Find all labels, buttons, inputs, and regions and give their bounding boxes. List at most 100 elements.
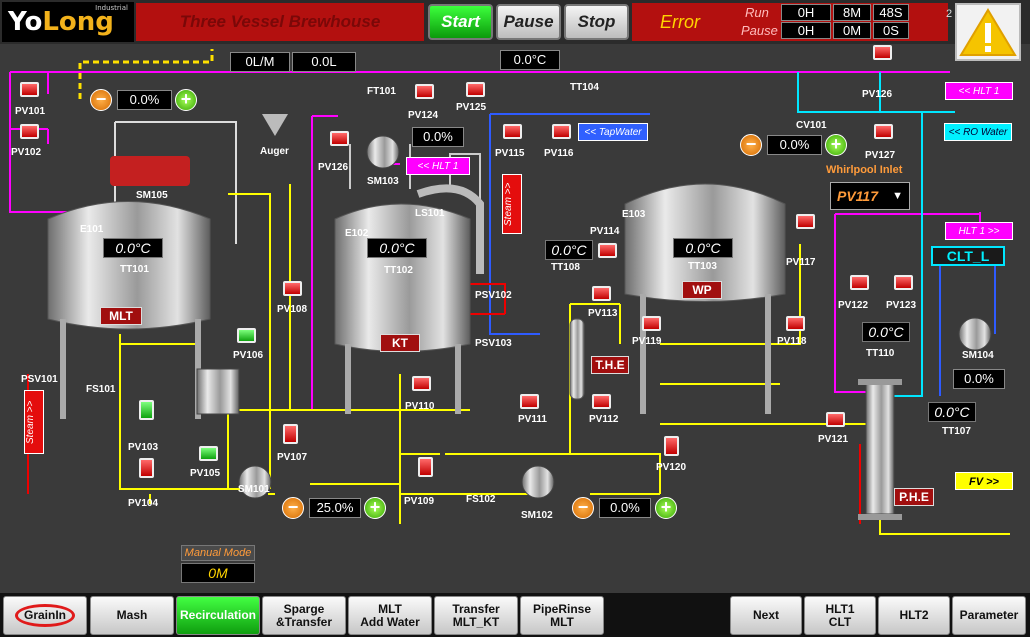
sparge-transfer-button[interactable]: Sparge &Transfer [262,596,346,635]
pv115-label: PV115 [495,148,525,159]
fs101-label: FS101 [86,384,116,395]
fv-outlet-tag[interactable]: FV >> [955,472,1013,490]
sm102-label: SM102 [521,510,553,521]
pv122-valve[interactable] [850,275,869,290]
psv101-label: PSV101 [21,374,58,385]
pv111-valve[interactable] [520,394,539,409]
hlt1-inlet-tag[interactable]: << HLT 1 [945,82,1013,100]
sm102-increase-button[interactable]: + [655,497,677,519]
cv101-label: CV101 [796,120,827,131]
pv114-valve[interactable] [598,243,617,258]
mlt-add-water-button[interactable]: MLT Add Water [348,596,432,635]
pause-time-label: Pause [741,23,778,38]
psv102-label: PSV102 [475,290,512,301]
mlt-kt-label: MLT_KT [452,614,500,629]
tt101-label: TT101 [120,264,149,275]
pv121-label: PV121 [818,434,849,445]
pv123-valve[interactable] [894,275,913,290]
transfer-label: Transfer [452,601,500,616]
pv115-valve[interactable] [503,124,522,139]
mlt-label: MLT [100,307,142,325]
pv124-valve[interactable] [415,84,434,99]
pv112-valve[interactable] [592,394,611,409]
pv126-kt-valve[interactable] [330,131,349,146]
tt103-label: TT103 [688,261,717,272]
pv127-label: PV127 [865,150,896,161]
hlt1-outlet-tag[interactable]: HLT 1 >> [945,222,1013,240]
warning-button[interactable] [955,3,1021,61]
steam-mlt-tag[interactable]: Steam >> [24,390,44,454]
ft101-label: FT101 [367,86,396,97]
sm102-decrease-button[interactable]: − [572,497,594,519]
e103-label: E103 [622,209,646,220]
pv125-valve[interactable] [466,82,485,97]
pv113-valve[interactable] [592,286,611,301]
pv127-valve[interactable] [874,124,893,139]
pv104-valve[interactable] [139,458,154,478]
mash-button[interactable]: Mash [90,596,174,635]
pv117-label: PV117 [786,257,816,268]
pv114-label: PV114 [590,226,620,237]
pv122-label: PV122 [838,300,869,311]
sm102-pump [521,465,555,499]
pv109-valve[interactable] [418,457,433,477]
ro-water-tag[interactable]: << RO Water [944,123,1012,141]
whirlpool-inlet-select[interactable]: PV117 ▼ [830,182,910,210]
parameter-button[interactable]: Parameter [952,596,1026,635]
start-button[interactable]: Start [428,4,493,40]
pv116-valve[interactable] [552,124,571,139]
pv126-hlt-valve[interactable] [873,45,892,60]
whirlpool-select-value: PV117 [837,188,878,204]
tapwater-tag[interactable]: << TapWater [578,123,648,141]
sm104-label: SM104 [962,350,994,361]
sm104-percent-readout: 0.0% [953,369,1005,389]
mlt-percent-readout: 0.0% [117,90,172,110]
pv106-valve[interactable] [237,328,256,343]
hlt1-kt-tag[interactable]: << HLT 1 [406,157,470,175]
hlt1-label: HLT1 [825,601,855,616]
pv105-valve[interactable] [199,446,218,461]
cv101-decrease-button[interactable]: − [740,134,762,156]
pause-button[interactable]: Pause [496,4,561,40]
tt104-label: TT104 [570,82,599,93]
next-button[interactable]: Next [730,596,802,635]
tt108-label: TT108 [551,262,580,273]
mlt-increase-button[interactable]: + [175,89,197,111]
pv105-label: PV105 [190,468,221,479]
run-seconds: 48S [873,4,909,21]
pv108-valve[interactable] [283,281,302,296]
pv120-valve[interactable] [664,436,679,456]
pv106-label: PV106 [233,350,264,361]
grainin-button[interactable]: GrainIn [3,596,87,635]
pv119-valve[interactable] [642,316,661,331]
pv118-valve[interactable] [786,316,805,331]
hlt2-button[interactable]: HLT2 [878,596,950,635]
stop-button[interactable]: Stop [564,4,629,40]
sm101-decrease-button[interactable]: − [282,497,304,519]
pv121-valve[interactable] [826,412,845,427]
mlt-decrease-button[interactable]: − [90,89,112,111]
hlt1-clt-button[interactable]: HLT1 CLT [804,596,876,635]
steam-kt-tag[interactable]: Steam >> [502,174,522,234]
kt-tank [334,184,484,414]
clt-label: CLT [828,614,852,629]
recirculation-button[interactable]: Recirculation [176,596,260,635]
pv110-valve[interactable] [412,376,431,391]
pv117-valve[interactable] [796,214,815,229]
pv116-label: PV116 [544,148,574,159]
fs102-label: FS102 [466,494,496,505]
pv125-label: PV125 [456,102,487,113]
sm101-increase-button[interactable]: + [364,497,386,519]
pv102-valve[interactable] [20,124,39,139]
status-text: Error [660,12,700,32]
pv107-valve[interactable] [283,424,298,444]
warning-icon [959,8,1017,56]
piperinse-mlt-button[interactable]: PipeRinse MLT [520,596,604,635]
pv101-valve[interactable] [20,82,39,97]
clt-level-tag: CLT_L [931,246,1005,266]
pv103-valve[interactable] [139,400,154,420]
grainin-label: GrainIn [14,604,75,627]
transfer-mlt-kt-button[interactable]: Transfer MLT_KT [434,596,518,635]
cv101-increase-button[interactable]: + [825,134,847,156]
pv126-kt-label: PV126 [318,162,349,173]
